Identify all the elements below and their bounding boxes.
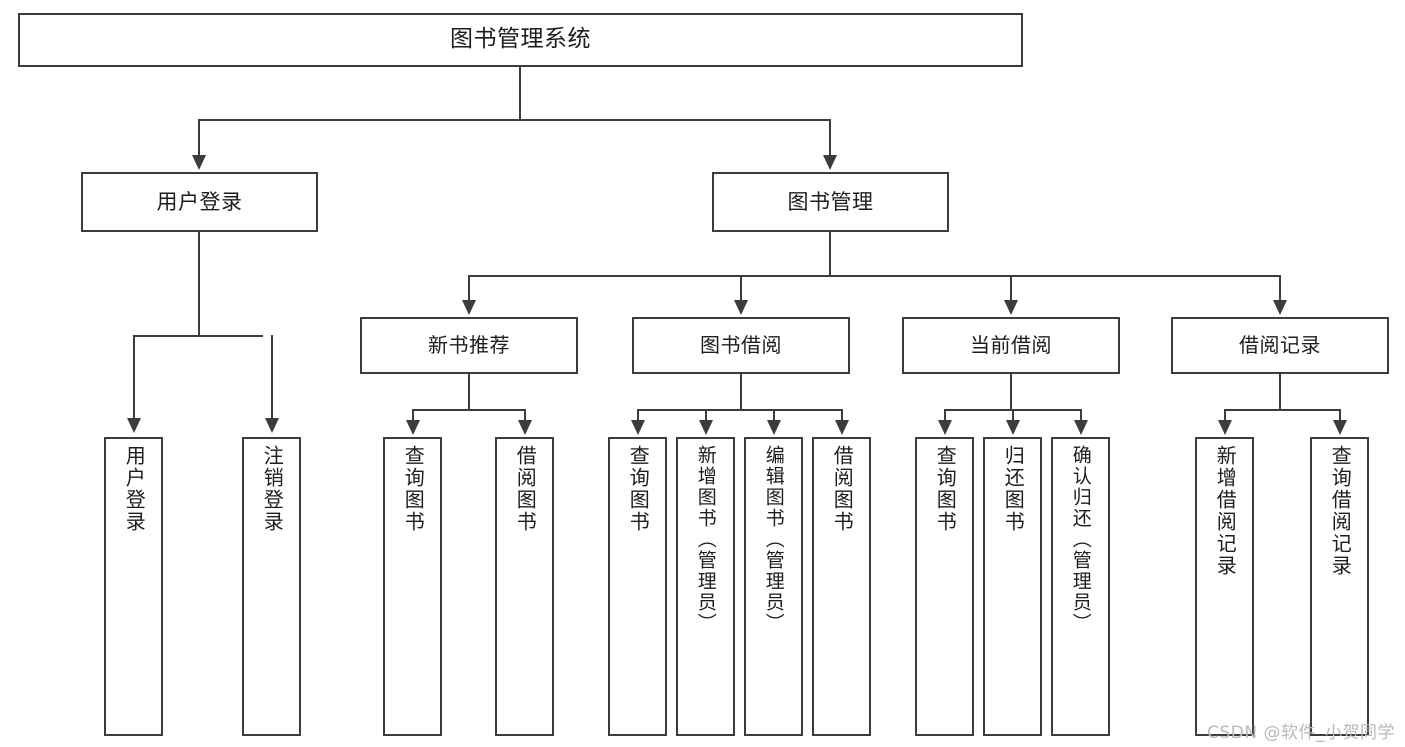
connector-currentborrow-to-leaf-0 — [944, 409, 946, 423]
connector-newbook-bar — [412, 409, 525, 411]
arrow-userlogin-to-leaf-1 — [265, 418, 279, 433]
arrow-newbook-to-leaf-0 — [406, 420, 420, 435]
leaf-current-query-book[interactable]: 查询图书 — [915, 437, 974, 736]
connector-currentborrow-stem — [1010, 374, 1012, 410]
arrow-bookborrow-to-leaf-0 — [631, 420, 645, 435]
connector-newbook-stem — [468, 374, 470, 410]
leaf-record-query-record[interactable]: 查询借阅记录 — [1310, 437, 1369, 736]
connector-bookborrow-bar — [637, 409, 842, 411]
connector-bookmgmt-stem — [829, 232, 831, 276]
connector-bookmgmt-to-l2-2 — [1010, 275, 1012, 303]
connector-bookborrow-to-leaf-3 — [841, 409, 843, 423]
node-new-book-recommend[interactable]: 新书推荐 — [360, 317, 578, 374]
leaf-user-login[interactable]: 用户登录 — [104, 437, 163, 736]
connector-bookmgmt-to-l2-0 — [468, 275, 470, 303]
node-label: 编辑图书（管理员） — [762, 445, 785, 634]
arrow-currentborrow-to-leaf-0 — [938, 420, 952, 435]
node-current-borrow[interactable]: 当前借阅 — [902, 317, 1120, 374]
connector-borrowrecord-to-leaf-0 — [1224, 409, 1226, 423]
csdn-watermark: CSDN @软件_小贺同学 — [1207, 723, 1395, 743]
connector-bookborrow-to-leaf-2 — [773, 409, 775, 423]
node-label: 图书管理系统 — [450, 26, 591, 53]
leaf-newbook-borrow-book[interactable]: 借阅图书 — [495, 437, 554, 736]
node-label: 新增借阅记录 — [1213, 445, 1238, 577]
node-label: 当前借阅 — [970, 332, 1052, 357]
connector-root-to-l1-0 — [198, 119, 200, 157]
node-label: 确认归还（管理员） — [1069, 445, 1092, 634]
connector-bookmgmt-to-l2-1 — [740, 275, 742, 303]
node-label: 借阅图书 — [513, 445, 538, 533]
arrow-newbook-to-leaf-1 — [518, 420, 532, 435]
connector-bookmgmt-bar — [468, 275, 1280, 277]
arrow-borrowrecord-to-leaf-1 — [1333, 420, 1347, 435]
arrow-bookborrow-to-leaf-1 — [699, 420, 713, 435]
arrow-bookmgmt-to-l2-1 — [734, 300, 748, 315]
connector-bookmgmt-to-l2-3 — [1279, 275, 1281, 303]
node-label: 图书管理 — [787, 189, 874, 214]
node-label: 查询图书 — [401, 445, 426, 533]
connector-currentborrow-to-leaf-1 — [1012, 409, 1014, 423]
arrow-root-to-l1-0 — [192, 155, 206, 170]
connector-borrowrecord-stem — [1279, 374, 1281, 410]
node-book-borrow[interactable]: 图书借阅 — [632, 317, 850, 374]
node-label: 归还图书 — [1001, 445, 1026, 533]
connector-bookborrow-to-leaf-0 — [637, 409, 639, 423]
arrow-bookborrow-to-leaf-2 — [767, 420, 781, 435]
node-label: 借阅图书 — [830, 445, 855, 533]
arrow-root-to-l1-1 — [823, 155, 837, 170]
arrow-userlogin-to-leaf-0 — [127, 418, 141, 433]
node-label: 用户登录 — [122, 445, 147, 533]
node-label: 借阅记录 — [1239, 332, 1321, 357]
node-user-login[interactable]: 用户登录 — [81, 172, 318, 232]
node-root-system[interactable]: 图书管理系统 — [18, 13, 1023, 67]
node-label: 查询借阅记录 — [1328, 445, 1353, 577]
connector-root-bar — [198, 119, 831, 121]
arrow-bookmgmt-to-l2-2 — [1004, 300, 1018, 315]
connector-root-to-l1-1 — [829, 119, 831, 157]
arrow-bookmgmt-to-l2-3 — [1273, 300, 1287, 315]
connector-bookborrow-stem — [740, 374, 742, 410]
node-label: 图书借阅 — [700, 332, 782, 357]
arrow-bookborrow-to-leaf-3 — [835, 420, 849, 435]
leaf-current-return-book[interactable]: 归还图书 — [983, 437, 1042, 736]
leaf-borrow-query-book[interactable]: 查询图书 — [608, 437, 667, 736]
arrow-currentborrow-to-leaf-1 — [1006, 420, 1020, 435]
node-label: 新增图书（管理员） — [694, 445, 717, 634]
connector-newbook-to-leaf-1 — [524, 409, 526, 423]
leaf-logout[interactable]: 注销登录 — [242, 437, 301, 736]
connector-userlogin-to-leaf-1 — [271, 335, 273, 420]
arrow-currentborrow-to-leaf-2 — [1074, 420, 1088, 435]
connector-bookborrow-to-leaf-1 — [705, 409, 707, 423]
connector-newbook-to-leaf-0 — [412, 409, 414, 423]
leaf-borrow-add-book-admin[interactable]: 新增图书（管理员） — [676, 437, 735, 736]
node-label: 注销登录 — [260, 445, 285, 533]
arrow-bookmgmt-to-l2-0 — [462, 300, 476, 315]
arrow-borrowrecord-to-leaf-0 — [1218, 420, 1232, 435]
connector-root-stem — [519, 67, 521, 120]
node-label: 新书推荐 — [428, 332, 510, 357]
connector-userlogin-bar — [133, 335, 263, 337]
node-book-management[interactable]: 图书管理 — [712, 172, 949, 232]
leaf-newbook-query-book[interactable]: 查询图书 — [383, 437, 442, 736]
connector-currentborrow-to-leaf-2 — [1080, 409, 1082, 423]
connector-userlogin-to-leaf-0 — [133, 335, 135, 420]
connector-userlogin-stem — [198, 232, 200, 336]
node-label: 用户登录 — [156, 189, 243, 214]
node-borrow-record[interactable]: 借阅记录 — [1171, 317, 1389, 374]
leaf-borrow-edit-book-admin[interactable]: 编辑图书（管理员） — [744, 437, 803, 736]
leaf-record-add-record[interactable]: 新增借阅记录 — [1195, 437, 1254, 736]
connector-borrowrecord-to-leaf-1 — [1339, 409, 1341, 423]
connector-borrowrecord-bar — [1224, 409, 1341, 411]
leaf-current-confirm-return-admin[interactable]: 确认归还（管理员） — [1051, 437, 1110, 736]
node-label: 查询图书 — [626, 445, 651, 533]
node-label: 查询图书 — [933, 445, 958, 533]
leaf-borrow-borrow-book[interactable]: 借阅图书 — [812, 437, 871, 736]
